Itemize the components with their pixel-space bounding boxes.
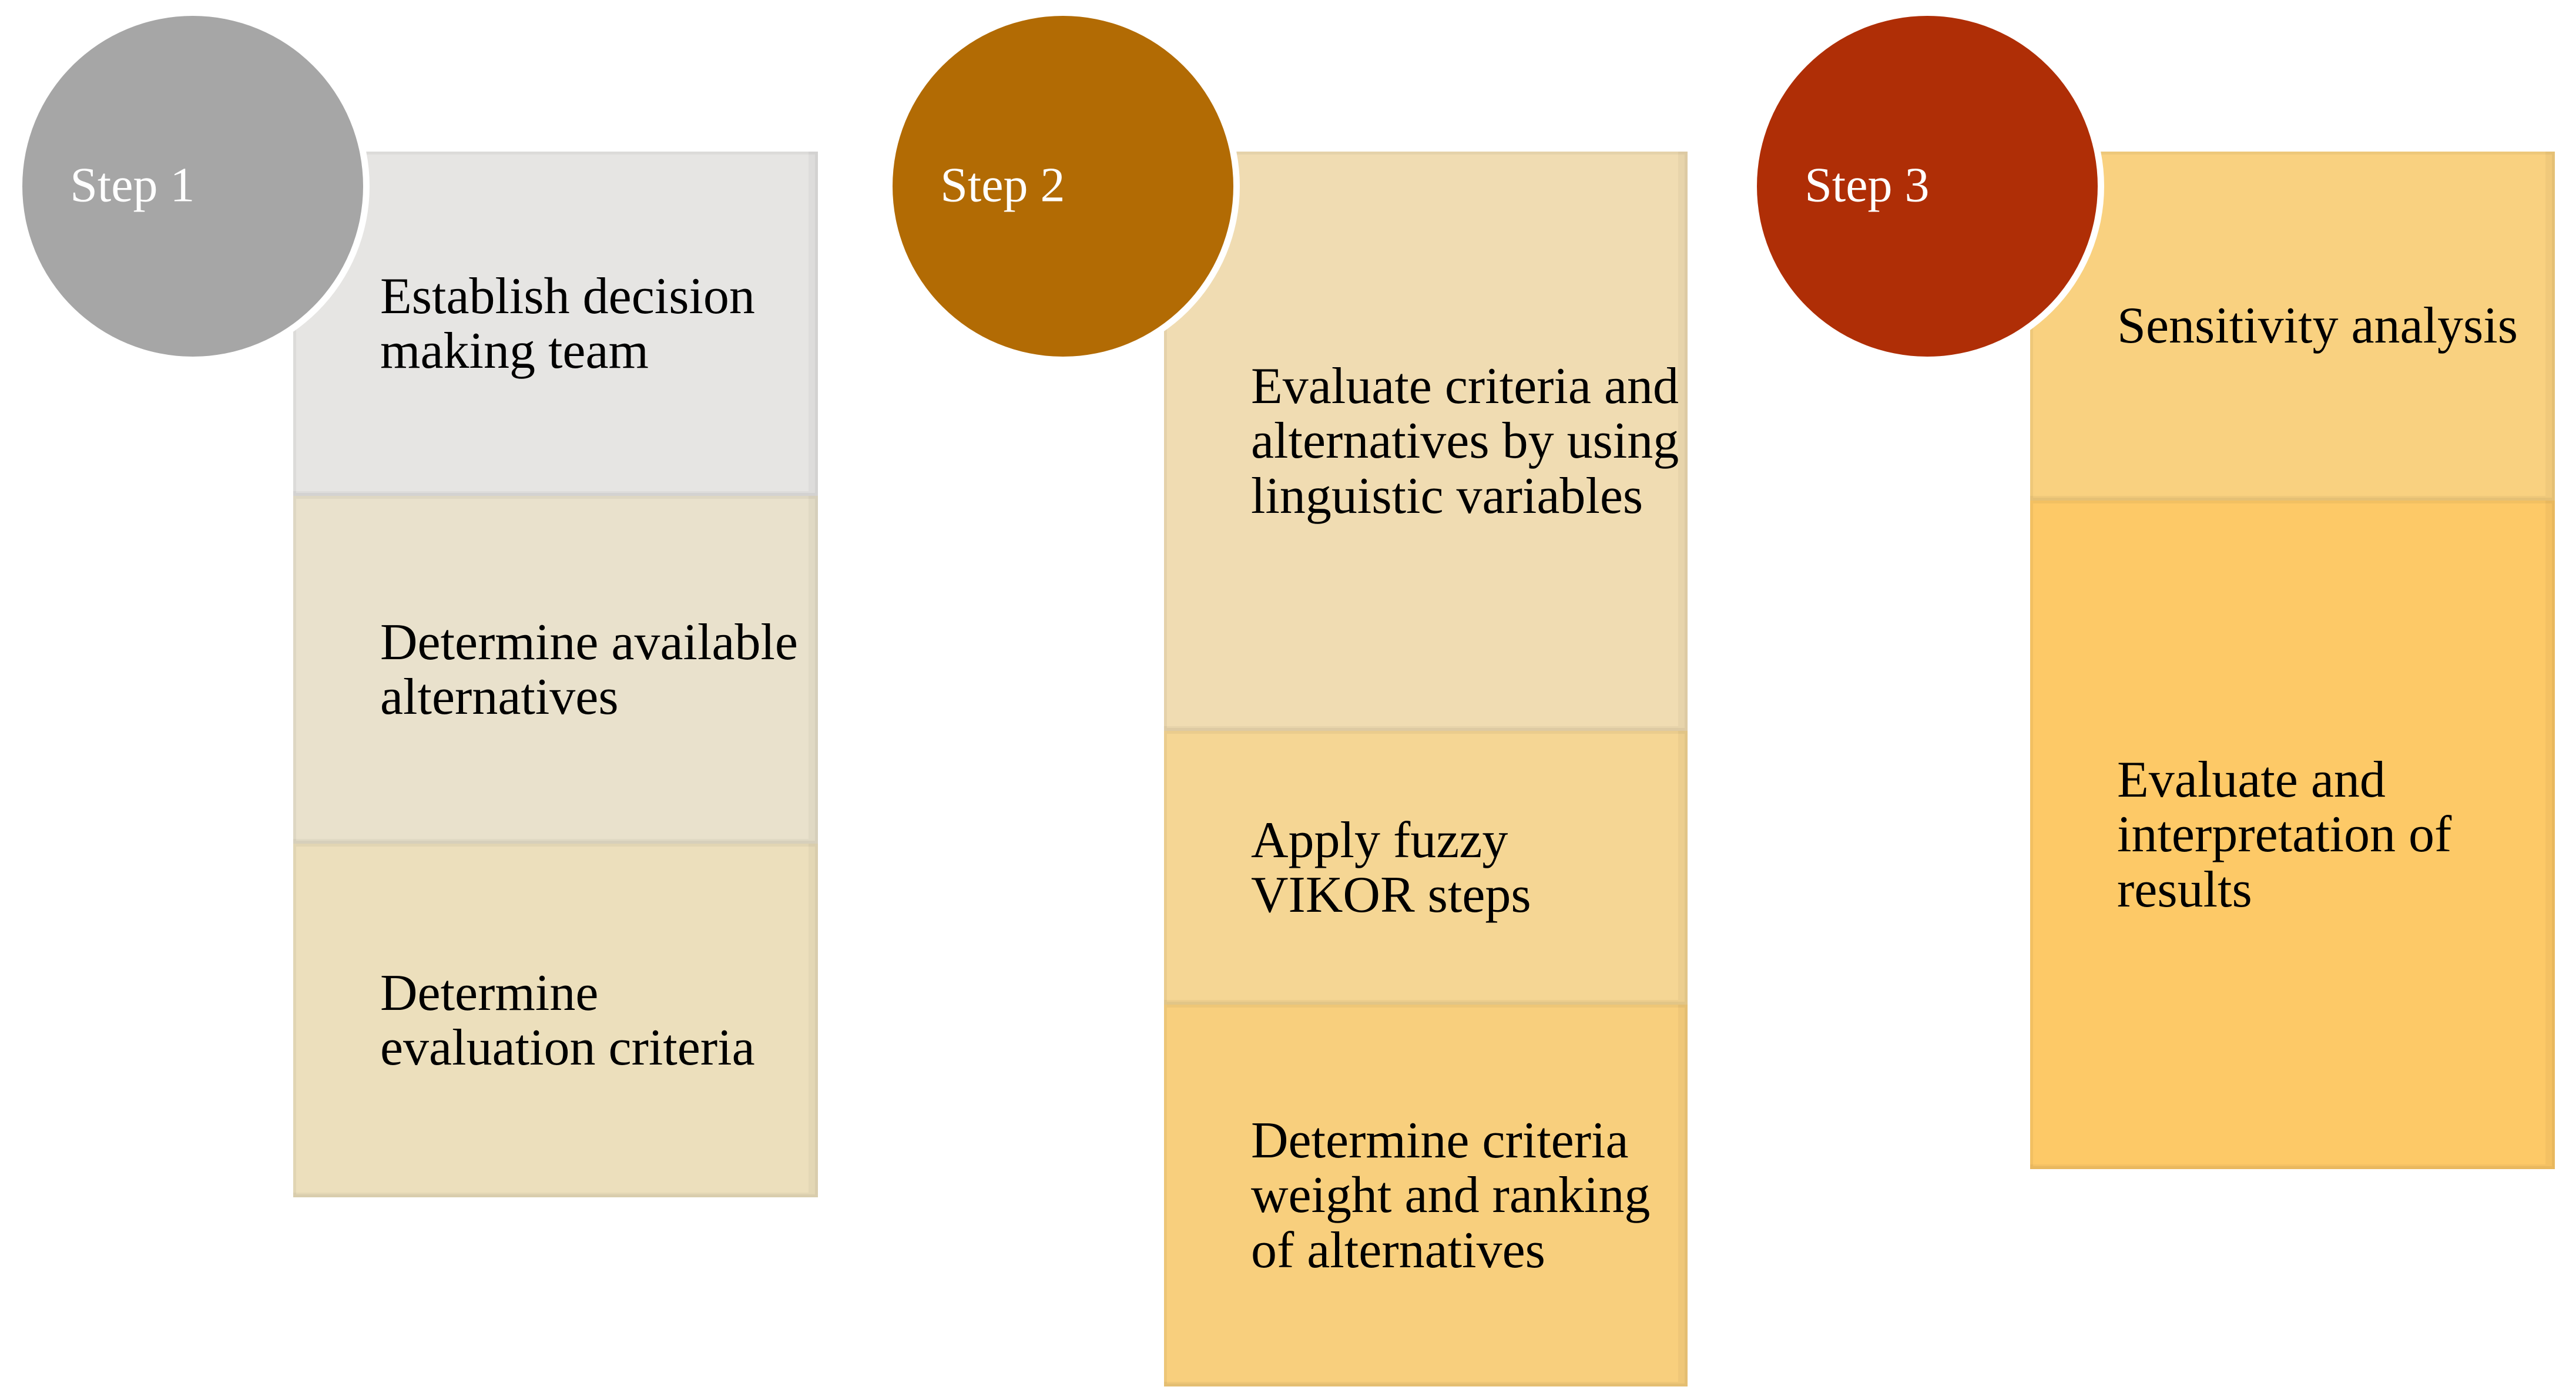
step2-box-evaluate-linguistic: Evaluate criteria and alternatives by us… <box>1164 152 1688 731</box>
step3-box-evaluate-interpretation: Evaluate and interpretation of results <box>2030 501 2555 1169</box>
step3-box-evaluate-interpretation-text: Evaluate and interpretation of results <box>2117 751 2452 918</box>
step-2-circle: Step 2 <box>893 16 1233 357</box>
step2-box-criteria-weight-ranking: Determine criteria weight and ranking of… <box>1164 1005 1688 1386</box>
step1-box-evaluation-criteria-text: Determine evaluation criteria <box>380 964 755 1076</box>
step-3-circle: Step 3 <box>1757 16 2098 357</box>
step-1-circle: Step 1 <box>22 16 363 357</box>
step1-box-available-alternatives-text: Determine available alternatives <box>380 613 798 726</box>
step-1-label: Step 1 <box>70 157 195 213</box>
step2-box-criteria-weight-ranking-text: Determine criteria weight and ranking of… <box>1251 1112 1651 1279</box>
step-3-label: Step 3 <box>1804 157 1930 213</box>
step-2-label: Step 2 <box>940 157 1065 213</box>
step2-box-evaluate-linguistic-text: Evaluate criteria and alternatives by us… <box>1251 358 1679 525</box>
step3-box-sensitivity-analysis-text: Sensitivity analysis <box>2117 297 2518 355</box>
step1-box-available-alternatives: Determine available alternatives <box>293 496 818 844</box>
step2-box-apply-fuzzy-vikor-text: Apply fuzzy VIKOR steps <box>1251 811 1531 924</box>
step2-box-apply-fuzzy-vikor: Apply fuzzy VIKOR steps <box>1164 731 1688 1005</box>
step3-box-sensitivity-analysis: Sensitivity analysis <box>2030 152 2555 501</box>
step1-box-establish-team-text: Establish decision making team <box>380 267 755 380</box>
step1-box-evaluation-criteria: Determine evaluation criteria <box>293 844 818 1197</box>
step1-box-establish-team: Establish decision making team <box>293 152 818 496</box>
